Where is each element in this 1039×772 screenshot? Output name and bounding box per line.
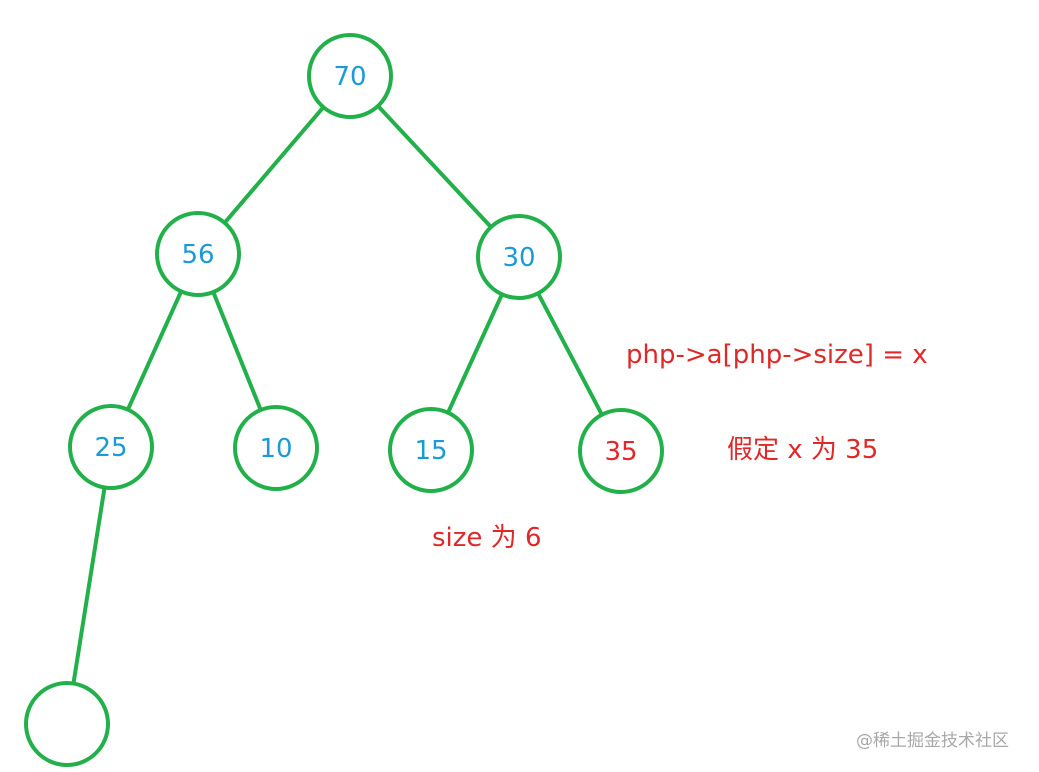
tree-node: 10: [233, 405, 319, 491]
tree-node-label: 70: [333, 62, 366, 92]
tree-node-circle: [68, 404, 154, 490]
tree-node-label: 25: [94, 433, 127, 463]
tree-node: 25: [68, 404, 154, 490]
annotation-assignment: php->a[php->size] = x: [626, 340, 928, 370]
tree-node-circle: [233, 405, 319, 491]
tree-node-circle: [24, 681, 110, 767]
tree-edges: [65, 74, 623, 726]
tree-node: 30: [476, 214, 562, 300]
tree-node-circle: [155, 211, 241, 297]
tree-node-label: 15: [414, 436, 447, 466]
tree-node: 35: [578, 408, 664, 494]
tree-node-circle: [476, 214, 562, 300]
annotation-assume-x: 假定 x 为 35: [727, 435, 878, 465]
tree-node-label: 35: [604, 437, 637, 467]
watermark: @稀土掘金技术社区: [856, 731, 1009, 751]
tree-edge-n3-n7: [65, 445, 113, 726]
annotation-size: size 为 6: [432, 523, 542, 553]
tree-node: 15: [388, 407, 474, 493]
tree-node: [24, 681, 110, 767]
tree-node-label: 56: [181, 240, 214, 270]
tree-node-label: 30: [502, 243, 535, 273]
tree-node: 56: [155, 211, 241, 297]
tree-node-label: 10: [259, 434, 292, 464]
tree-nodes: 70 56 30 25 10 15 35: [24, 33, 664, 767]
tree-node-circle: [578, 408, 664, 494]
tree-node: 70: [307, 33, 393, 119]
tree-node-circle: [388, 407, 474, 493]
tree-node-circle: [307, 33, 393, 119]
